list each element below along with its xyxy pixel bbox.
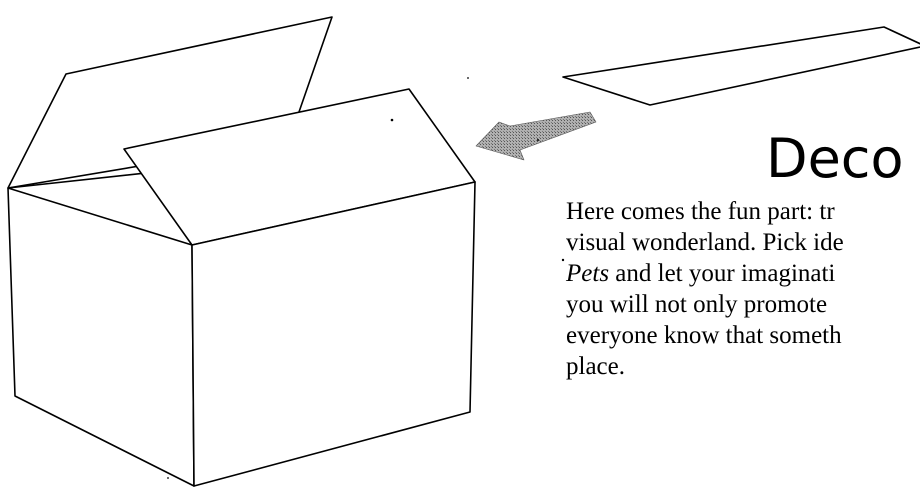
body-line: Pets and let your imaginati	[566, 258, 920, 289]
italic-word: Pets	[566, 260, 609, 287]
section-heading: Deco	[766, 132, 904, 186]
card-strip	[563, 27, 920, 105]
body-line: visual wonderland. Pick ide	[566, 227, 920, 258]
body-line: Here comes the fun part: tr	[566, 196, 920, 227]
box-left-face	[8, 188, 194, 486]
body-line: place.	[566, 351, 920, 382]
body-line: everyone know that someth	[566, 320, 920, 351]
body-line-rest: and let your imaginati	[609, 260, 835, 287]
body-paragraph: Here comes the fun part: tr visual wonde…	[566, 196, 920, 382]
arrow-icon	[476, 112, 596, 160]
body-line: you will not only promote	[566, 289, 920, 320]
